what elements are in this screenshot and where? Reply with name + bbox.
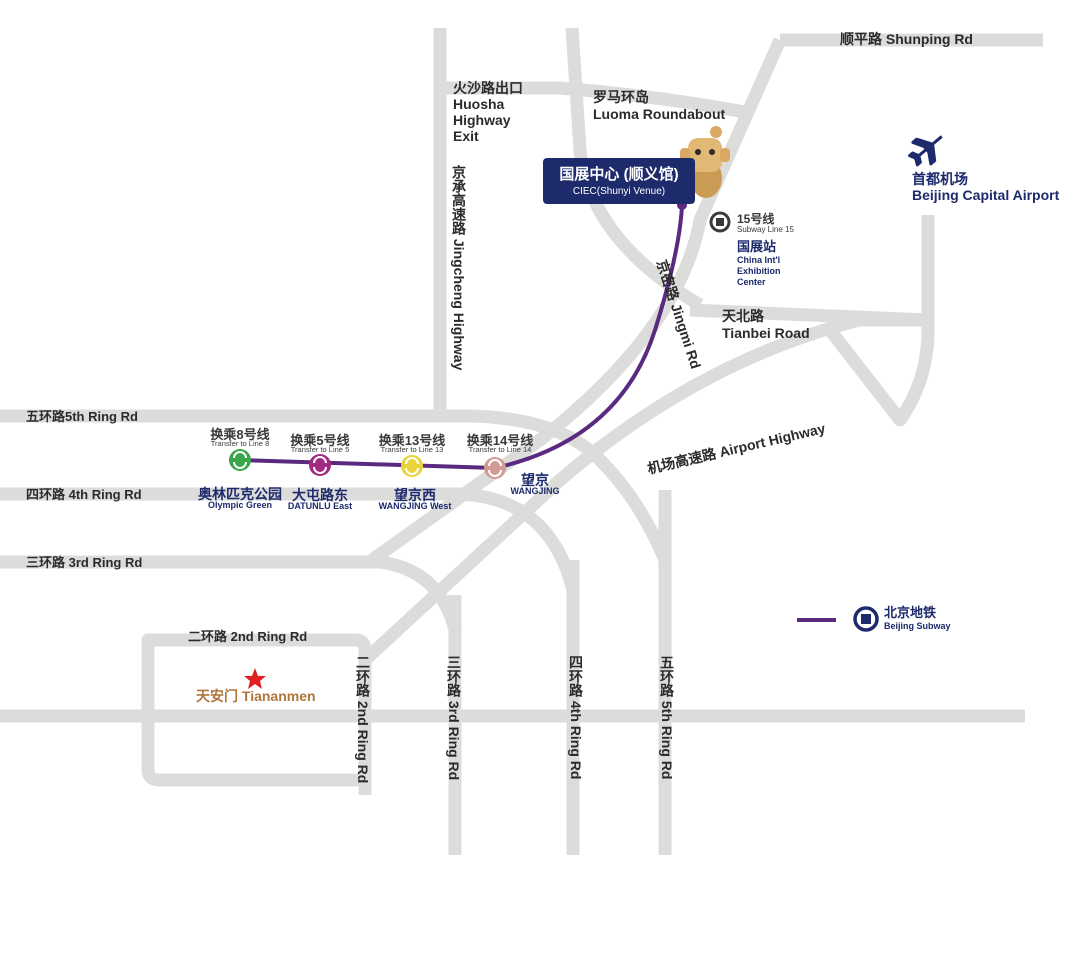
mascot-icon [680, 126, 730, 198]
subway-line [238, 203, 684, 471]
station-3-transfer-en: Transfer to Line 14 [468, 445, 532, 454]
station-2-transfer-en: Transfer to Line 13 [380, 445, 444, 454]
road-network [0, 27, 1043, 855]
venue-name-en: CIEC(Shunyi Venue) [572, 186, 666, 197]
label-huosha-en1: Huosha [453, 96, 505, 112]
label-tianbei-cn: 天北路 [722, 308, 764, 324]
transfer-station-olympic-green[interactable] [229, 449, 251, 471]
transfer-icon [405, 457, 419, 475]
label-5th-ring: 五环路5th Ring Rd [26, 409, 138, 424]
line15-station-cn: 国展站 [737, 239, 777, 254]
label-huosha-en2: Highway [453, 112, 511, 128]
road-tianbei [689, 303, 929, 327]
legend-name-cn: 北京地铁 [884, 605, 937, 620]
transfer-icon [233, 451, 247, 469]
transfer-station-datunlu-east[interactable] [309, 454, 331, 476]
road-airport-spur [824, 215, 935, 427]
station-3-transfer-cn: 换乘14号线 [466, 433, 534, 448]
beijing-subway-logo-icon [709, 211, 731, 233]
landmark-tiananmen: 天安门 Tiananmen [196, 688, 316, 704]
station-0-name-en: Olympic Green [207, 500, 273, 510]
label-2nd-ring-vertical: 二环路 2nd Ring Rd [355, 655, 371, 784]
legend-subway-logo-icon [797, 606, 879, 632]
label-2nd-ring: 二环路 2nd Ring Rd [188, 629, 308, 644]
label-huosha-cn: 火沙路出口 [453, 80, 523, 96]
station-0-name-cn: 奥林匹克公园 [198, 486, 282, 502]
label-4th-ring-vertical: 四环路 4th Ring Rd [568, 655, 584, 780]
label-4th-ring: 四环路 4th Ring Rd [26, 487, 142, 502]
line15-name-en: Subway Line 15 [737, 225, 794, 234]
transfer-icon [313, 456, 327, 474]
airport-name-cn: 首都机场 [912, 171, 968, 187]
venue-name-cn: 国展中心 (顺义馆) [559, 166, 679, 183]
label-shunping-road: 顺平路 Shunping Rd [840, 31, 973, 47]
station-2-name-en: WANGJING West [378, 501, 452, 511]
line15-station-en1: China Int'l [737, 255, 781, 265]
label-3rd-ring-vertical: 三环路 3rd Ring Rd [446, 655, 462, 781]
airplane-icon [908, 135, 943, 167]
road-jingmi [368, 37, 786, 566]
label-tianbei-en: Tianbei Road [722, 325, 810, 341]
label-3rd-ring: 三环路 3rd Ring Rd [26, 555, 143, 570]
venue-label-box[interactable]: 国展中心 (顺义馆) CIEC(Shunyi Venue) [543, 158, 695, 204]
transfer-icon [488, 459, 502, 477]
station-1-transfer-cn: 换乘5号线 [290, 433, 350, 448]
label-huosha-en3: Exit [453, 128, 479, 144]
label-luoma-cn: 罗马环岛 [593, 89, 649, 105]
road-airport-highway [360, 313, 928, 665]
transfer-station-wangjing[interactable] [484, 457, 506, 479]
station-0-transfer-en: Transfer to Line 8 [210, 439, 270, 448]
station-1-transfer-en: Transfer to Line 5 [290, 445, 350, 454]
airport-name-en: Beijing Capital Airport [912, 187, 1060, 203]
label-5th-ring-vertical: 五环路 5th Ring Rd [659, 655, 675, 780]
line15-name-cn: 15号线 [737, 212, 775, 226]
label-luoma-en: Luoma Roundabout [593, 106, 726, 122]
label-jingcheng-highway: 京承高速路 Jingcheng Highway [451, 165, 467, 371]
station-3-name-cn: 望京 [521, 472, 549, 488]
station-1-name-en: DATUNLU East [287, 501, 353, 511]
road-3rd-ring [0, 555, 462, 632]
star-icon [244, 668, 266, 689]
line15-station-en2: Exhibition [737, 266, 781, 276]
station-1-name-cn: 大屯路东 [292, 487, 348, 503]
station-0-transfer-cn: 换乘8号线 [210, 427, 270, 442]
station-3-name-en: WANGJING [510, 486, 560, 496]
transfer-station-wangjing-west[interactable] [401, 455, 423, 477]
station-2-transfer-cn: 换乘13号线 [378, 433, 446, 448]
station-2-name-cn: 望京西 [394, 487, 436, 503]
line15-station-en3: Center [737, 277, 766, 287]
legend-name-en: Beijing Subway [884, 621, 951, 631]
